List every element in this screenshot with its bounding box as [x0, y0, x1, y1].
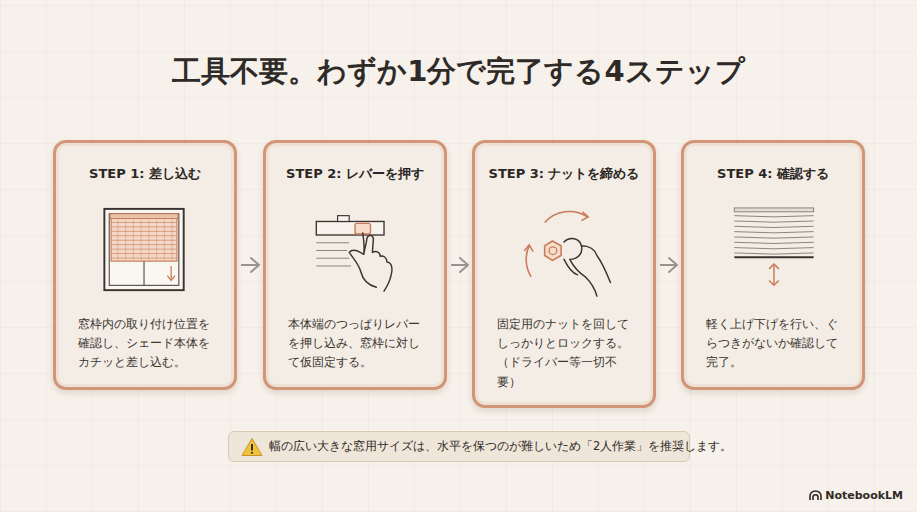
watermark-text: NotebookLM [825, 489, 903, 502]
step-arrow [451, 258, 468, 272]
step-card: STEP 3: ナットを締める固定用のナットを回してしっかりとロックする。（ドラ… [472, 140, 656, 408]
step-description: 窓枠内の取り付け位置を確認し、シェード本体をカチッと差し込む。 [78, 315, 216, 373]
step-description: 軽く上げ下げを行い、ぐらつきがないか確認して完了。 [706, 315, 844, 373]
step-card: STEP 2: レバーを押す本体端のつっぱりレバーを押し込み、窓枠に対して仮固定… [263, 140, 447, 390]
step-arrow [241, 258, 259, 272]
step-heading: STEP 1: 差し込む [56, 165, 234, 183]
watermark: NotebookLM [809, 489, 903, 502]
note-text: 幅の広い大きな窓用サイズは、水平を保つのが難しいため「2人作業」を推奨します。 [269, 439, 675, 454]
step-heading: STEP 2: レバーを押す [266, 165, 444, 183]
step-heading: STEP 3: ナットを締める [475, 165, 653, 183]
step-heading: STEP 4: 確認する [684, 165, 862, 183]
step-description: 固定用のナットを回してしっかりとロックする。（ドライバー等一切不要） [497, 315, 635, 392]
watermark-logo [809, 490, 822, 501]
step-card: STEP 4: 確認する軽く上げ下げを行い、ぐらつきがないか確認して完了。 [681, 140, 865, 390]
step-arrow [660, 258, 677, 272]
step-card: STEP 1: 差し込む窓枠内の取り付け位置を確認し、シェード本体をカチッと差し… [53, 140, 237, 390]
warning-icon [241, 437, 263, 457]
step-description: 本体端のつっぱりレバーを押し込み、窓枠に対して仮固定する。 [288, 315, 426, 373]
diagram-title: 工具不要。わずか1分で完了する4ステップ [0, 52, 917, 92]
warning-note: 幅の広い大きな窓用サイズは、水平を保つのが難しいため「2人作業」を推奨します。 [228, 431, 690, 462]
